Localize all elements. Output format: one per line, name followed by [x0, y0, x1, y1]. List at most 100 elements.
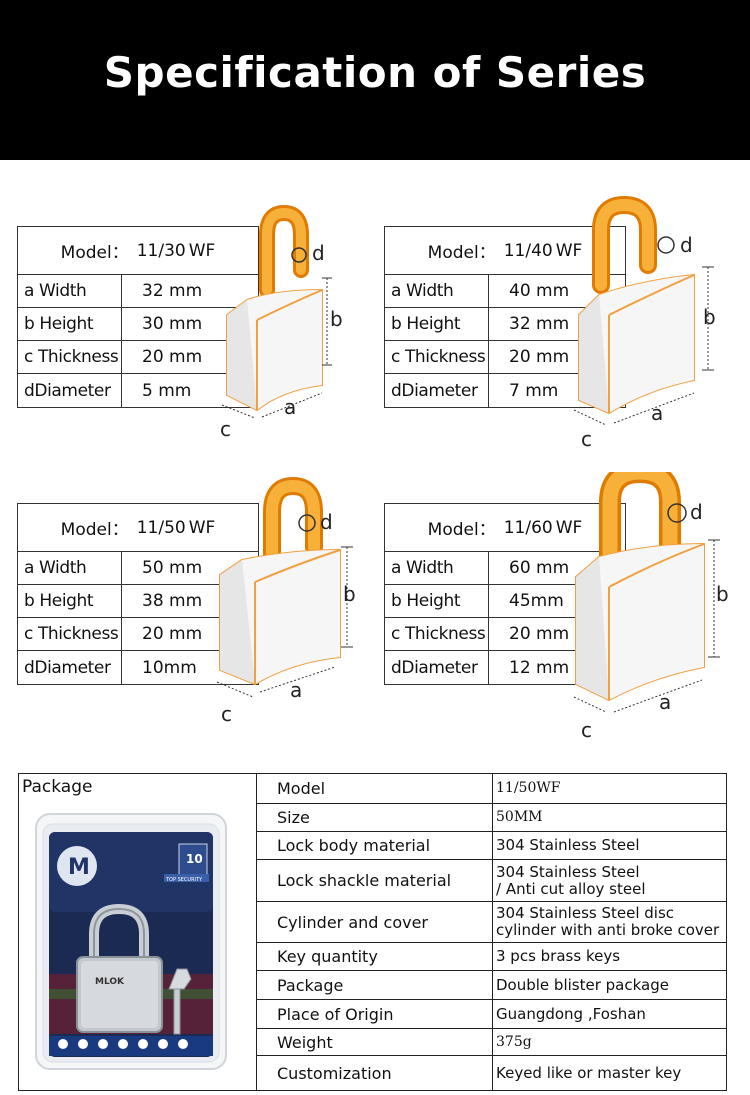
row-value: Keyed like or master key [496, 1063, 682, 1082]
padlock-diagram [573, 195, 714, 426]
padlock-diagram [216, 476, 353, 698]
spec-value: 5 mm [142, 380, 192, 401]
model-row: Model： 11/50 WF [18, 504, 258, 552]
spec-value: 7 mm [509, 380, 559, 401]
spec-key: c Thickness [18, 618, 122, 650]
spec-value: 60 mm [509, 558, 570, 578]
row-key: Package [257, 971, 493, 999]
svg-text:M: M [68, 855, 90, 880]
row-key: Model [257, 774, 493, 803]
spec-block-1130: Model： 11/30 WF a Width 32 mm b Height 30 … [17, 195, 387, 441]
spec-row: c Thickness 20 mm [18, 618, 258, 651]
spec-key: dDiameter [385, 374, 489, 407]
spec-value: 20 mm [142, 347, 203, 367]
spec-key: a Width [18, 275, 122, 307]
model-row: Model： 11/40 WF [385, 227, 625, 275]
spec-key: dDiameter [385, 651, 489, 684]
header-banner: Specification of Series [0, 0, 750, 160]
spec-key: a Width [385, 275, 489, 307]
dim-label-c: c [220, 417, 231, 441]
spec-table: Model： 11/30 WF a Width 32 mm b Height 30 … [17, 226, 259, 408]
spec-key: a Width [385, 552, 489, 584]
model-suffix: WF [188, 240, 216, 261]
row-key: Place of Origin [257, 1000, 493, 1028]
spec-value: 20 mm [509, 347, 570, 367]
spec-row: dDiameter 10mm [18, 651, 258, 684]
model-suffix: WF [555, 517, 583, 538]
package-photo-cell: Package M 10 TOP SECURITY MLOK [19, 774, 257, 1090]
spec-value: 30 mm [142, 314, 203, 334]
row-key: Lock body material [257, 832, 493, 859]
spec-key: b Height [18, 308, 122, 340]
spec-key: c Thickness [18, 341, 122, 373]
spec-value: 32 mm [142, 281, 203, 301]
spec-value: 12 mm [509, 657, 570, 678]
dim-label-c: c [581, 427, 592, 451]
row-value: Guangdong ,Foshan [496, 1004, 646, 1023]
row-key: Lock shackle material [257, 860, 493, 901]
row-value: 304 Stainless Steel [496, 836, 640, 854]
row-key: Size [257, 804, 493, 831]
dim-label-a: a [290, 678, 303, 702]
model-number: 11/50 [136, 517, 186, 538]
model-row: Model： 11/30 WF [18, 227, 258, 275]
row-key: Cylinder and cover [257, 902, 493, 942]
spec-key: b Height [385, 585, 489, 617]
model-number: 11/30 [136, 240, 186, 261]
row-value: Double blister package [496, 975, 669, 994]
spec-row: a Width 32 mm [18, 275, 258, 308]
spec-row: dDiameter 7 mm [385, 374, 625, 407]
spec-value: 10mm [142, 657, 197, 678]
dim-label-d: d [320, 510, 333, 534]
spec-value: 20 mm [509, 624, 570, 644]
badge-text: 10 [186, 852, 203, 866]
page-title: Specification of Series [103, 48, 647, 97]
row-value-line-2: cylinder with anti broke cover [496, 921, 720, 939]
dim-label-b: b [343, 582, 356, 606]
package-label: Package [22, 777, 93, 797]
model-number: 11/60 [503, 517, 553, 538]
spec-row: c Thickness 20 mm [18, 341, 258, 374]
spec-value: 50 mm [142, 558, 203, 578]
spec-value: 38 mm [142, 591, 203, 611]
dim-label-a: a [651, 401, 664, 425]
dim-label-b: b [703, 305, 716, 329]
spec-row: a Width 40 mm [385, 275, 625, 308]
model-row: Model： 11/60 WF [385, 504, 625, 552]
spec-key: dDiameter [18, 651, 122, 684]
spec-row: a Width 60 mm [385, 552, 625, 585]
spec-key: b Height [385, 308, 489, 340]
row-value-line-1: 304 Stainless Steel disc [496, 904, 675, 922]
row-key: Customization [257, 1056, 493, 1090]
dim-label-b: b [330, 307, 343, 331]
blister-package-photo: M 10 TOP SECURITY MLOK [35, 813, 227, 1070]
dim-label-d: d [680, 233, 693, 257]
model-suffix: WF [555, 240, 583, 261]
spec-key: b Height [18, 585, 122, 617]
model-label: Model： [427, 243, 496, 263]
row-value-line-1: 304 Stainless Steel [496, 862, 640, 881]
spec-value: 40 mm [509, 281, 570, 301]
padlock-diagram [573, 472, 720, 713]
row-value: 11/50WF [496, 780, 561, 796]
spec-row: b Height 38 mm [18, 585, 258, 618]
dim-label-d: d [312, 241, 325, 265]
spec-row: dDiameter 12 mm [385, 651, 625, 684]
row-value: 375g [496, 1033, 532, 1050]
spec-value: 20 mm [142, 624, 203, 644]
dim-label-c: c [221, 702, 232, 726]
